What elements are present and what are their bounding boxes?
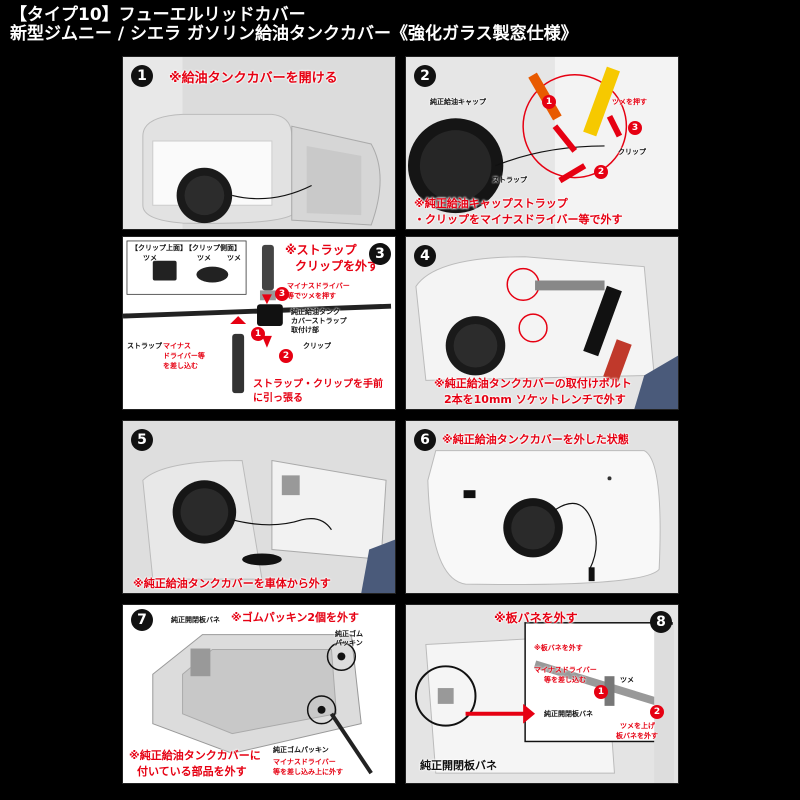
- step-caption-line-2: 2本を10mm ソケットレンチで外す: [444, 393, 626, 406]
- label-pull-line-2: に引っ張る: [253, 393, 303, 404]
- label-clip-top: 【クリップ上面】: [131, 244, 187, 252]
- label-gasket-a-line-1: 純正ゴム: [335, 630, 363, 638]
- step-caption-line-1: ※純正給油キャップストラップ: [414, 197, 568, 210]
- order-badge-3: 3: [275, 287, 289, 301]
- label-insert-line-1: マイナス: [163, 342, 191, 350]
- step-panel-7: 7 純正開閉板バネ ※ゴムパッキン2個を外す 純正ゴム パッキン 純正ゴムパッキ…: [122, 604, 396, 784]
- order-badge-2: 2: [594, 165, 608, 179]
- step-caption-top: ※ゴムパッキン2個を外す: [231, 611, 360, 624]
- label-strap: ストラップ: [127, 342, 162, 350]
- step-caption-line-1: ※純正給油タンクカバーに: [129, 749, 261, 762]
- label-push-line-1: マイナスドライバー: [287, 282, 350, 290]
- step-6-photo: [406, 421, 678, 593]
- step-caption-line-2: ・クリップをマイナスドライバー等で外す: [414, 213, 623, 226]
- step-number-badge: 8: [650, 611, 672, 633]
- step-caption-top: ※板バネを外す: [494, 611, 578, 625]
- step-caption: ※純正給油タンクカバーを車体から外す: [133, 577, 331, 590]
- label-clip: クリップ: [303, 342, 331, 350]
- label-lift-line-1: ツメを上げ: [620, 722, 655, 730]
- step-number-badge: 1: [131, 65, 153, 87]
- step-8-photo: [406, 605, 678, 783]
- step-panel-2: 2 純正給油キャップ ツメを押す クリップ ストラップ 1 2 3 ※純正給油キ…: [405, 56, 679, 230]
- label-tsume: ツメ: [620, 676, 634, 684]
- step-caption-line-2: 付いている部品を外す: [137, 765, 247, 778]
- step-4-photo: [406, 237, 678, 409]
- title-line-1: 【タイプ10】フューエルリッドカバー: [10, 5, 306, 25]
- label-strap: ストラップ: [492, 176, 527, 184]
- order-badge-1: 1: [251, 327, 265, 341]
- step-number-badge: 2: [414, 65, 436, 87]
- label-tsume-a: ツメ: [143, 254, 157, 262]
- label-tsume-c: ツメ: [227, 254, 241, 262]
- label-insert-line-1: マイナスドライバー: [273, 758, 336, 766]
- step-panel-6: 6 ※純正給油タンクカバーを外した状態: [405, 420, 679, 594]
- step-2-photo: [406, 57, 678, 229]
- step-caption: ※純正給油タンクカバーを外した状態: [442, 433, 629, 446]
- label-clip-side: 【クリップ側面】: [185, 244, 241, 252]
- order-badge-2: 2: [279, 349, 293, 363]
- title-line-2: 新型ジムニー / シエラ ガソリン給油タンクカバー《強化ガラス製窓仕様》: [10, 24, 578, 44]
- label-gasket-b: 純正ゴムパッキン: [273, 746, 329, 754]
- label-insert-line-1: マイナスドライバー: [534, 666, 597, 674]
- step-caption-line-1: ※ストラップ: [285, 243, 357, 257]
- label-insert-line-2: 等を差し込む: [544, 676, 586, 684]
- order-badge-3: 3: [628, 121, 642, 135]
- step-3-diagram: [123, 237, 395, 409]
- label-press-claw: ツメを押す: [612, 98, 647, 106]
- label-insert-line-2: 等を差し込み上に外す: [273, 768, 343, 776]
- label-spring: 純正開閉板バネ: [171, 616, 220, 624]
- label-spring-main: 純正開閉板バネ: [420, 759, 497, 772]
- label-gasket-a-line-2: パッキン: [335, 639, 363, 647]
- label-spring-inset: 純正開閉板バネ: [544, 710, 593, 718]
- step-number-badge: 7: [131, 609, 153, 631]
- label-lift-line-2: 板バネを外す: [616, 732, 658, 740]
- label-clip: クリップ: [618, 148, 646, 156]
- label-insert-line-2: ドライバー等: [163, 352, 205, 360]
- order-badge-2: 2: [650, 705, 664, 719]
- label-mount-line-1: 純正給油タンク: [291, 308, 340, 316]
- step-number-badge: 4: [414, 245, 436, 267]
- label-mount-line-3: 取付け部: [291, 326, 319, 334]
- label-pull-line-1: ストラップ・クリップを手前: [253, 379, 383, 390]
- step-number-badge: 5: [131, 429, 153, 451]
- page-header: 【タイプ10】フューエルリッドカバー 新型ジムニー / シエラ ガソリン給油タン…: [0, 0, 800, 46]
- label-push-line-2: 等でツメを押す: [287, 292, 336, 300]
- label-mount-line-2: カバーストラップ: [291, 317, 347, 325]
- label-insert-line-3: を差し込む: [163, 362, 198, 370]
- label-fuel-cap: 純正給油キャップ: [430, 98, 486, 106]
- label-inset-title: ※板バネを外す: [534, 644, 583, 652]
- order-badge-1: 1: [594, 685, 608, 699]
- step-number-badge: 6: [414, 429, 436, 451]
- step-number-badge: 3: [369, 243, 391, 265]
- step-panel-1: 1 ※給油タンクカバーを開ける: [122, 56, 396, 230]
- step-caption-line-1: ※純正給油タンクカバーの取付けボルト: [434, 377, 632, 390]
- label-tsume-b: ツメ: [197, 254, 211, 262]
- step-panel-8: ※板バネを外す 8 ※板バネを外す マイナスドライバー 等を差し込む ツメ 1 …: [405, 604, 679, 784]
- step-1-photo: [123, 57, 395, 229]
- step-panel-3: 【クリップ上面】 【クリップ側面】 ツメ ツメ ツメ ※ストラップ クリップを外…: [122, 236, 396, 410]
- step-panel-4: 4 ※純正給油タンクカバーの取付けボルト 2本を10mm ソケットレンチで外す: [405, 236, 679, 410]
- step-5-photo: [123, 421, 395, 593]
- step-7-photo: [123, 605, 395, 783]
- step-panel-5: 5 ※純正給油タンクカバーを車体から外す: [122, 420, 396, 594]
- order-badge-1: 1: [542, 95, 556, 109]
- step-caption-line-2: クリップを外す: [295, 259, 380, 273]
- step-caption: ※給油タンクカバーを開ける: [169, 71, 338, 86]
